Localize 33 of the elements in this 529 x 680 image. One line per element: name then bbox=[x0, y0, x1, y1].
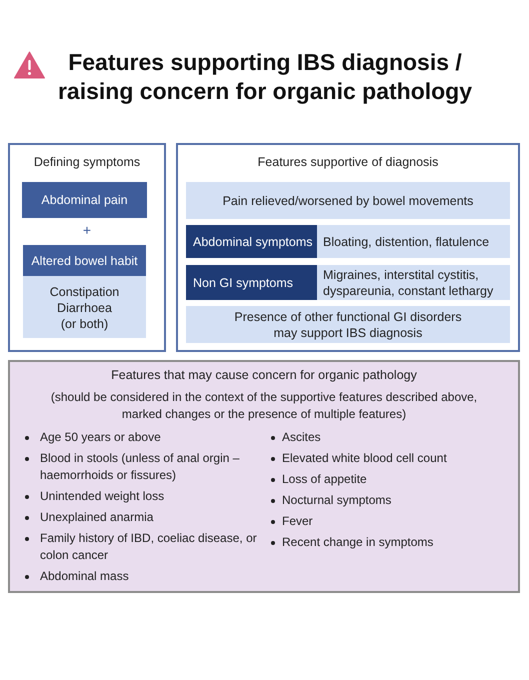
title: Features supporting IBS diagnosis / raising concern for organic pathology bbox=[56, 48, 474, 106]
panel bbox=[176, 143, 520, 352]
list-item: Ascites bbox=[282, 429, 322, 446]
card-header: Altered bowel habit bbox=[23, 245, 146, 276]
feature-box: Presence of other functional GI disorders may support IBS diagnosis bbox=[186, 306, 510, 343]
list-item: Family history of IBD, coeliac disease, or colon cancer bbox=[40, 530, 258, 564]
panel-heading: Features supportive of diagnosis bbox=[258, 154, 438, 170]
list-item: Elevated white blood cell count bbox=[282, 450, 448, 467]
plus-sign: + bbox=[82, 223, 92, 237]
list-item: Unintended weight loss bbox=[40, 488, 166, 505]
panel-note: (should be considered in the context of the supportive features described above, marked changes or the presence of multiple features) bbox=[50, 389, 478, 423]
list-item: Recent change in symptoms bbox=[282, 534, 434, 551]
row-label: Abdominal symptoms bbox=[186, 225, 317, 258]
panel-heading: Defining symptoms bbox=[34, 154, 140, 170]
row-text: Bloating, distention, flatulence bbox=[323, 234, 490, 250]
feature-box: Pain relieved/worsened by bowel movements bbox=[186, 182, 510, 219]
list-item: Blood in stools (unless of anal orgin – haemorrhoids or fissures) bbox=[40, 450, 240, 484]
symptom-box: Abdominal pain bbox=[22, 182, 147, 218]
card-text: Constipation Diarrhoea (or both) bbox=[49, 284, 120, 332]
list-item: Age 50 years or above bbox=[40, 429, 162, 446]
panel-heading: Features that may cause concern for organic pathology bbox=[111, 367, 417, 383]
row-label: Non GI symptoms bbox=[186, 265, 317, 300]
concern-panel bbox=[8, 360, 520, 593]
feature-row bbox=[186, 225, 510, 258]
list-item: Loss of appetite bbox=[282, 471, 368, 488]
panel bbox=[8, 143, 166, 352]
list-item: Fever bbox=[282, 513, 314, 530]
list-item: Unexplained anarmia bbox=[40, 509, 154, 526]
feature-row bbox=[186, 265, 510, 300]
list-item: Nocturnal symptoms bbox=[282, 492, 392, 509]
symptom-card bbox=[23, 245, 146, 338]
list-item: Abdominal mass bbox=[40, 568, 130, 585]
row-text: Migraines, interstital cystitis, dyspareunia, constant lethargy bbox=[323, 266, 494, 298]
